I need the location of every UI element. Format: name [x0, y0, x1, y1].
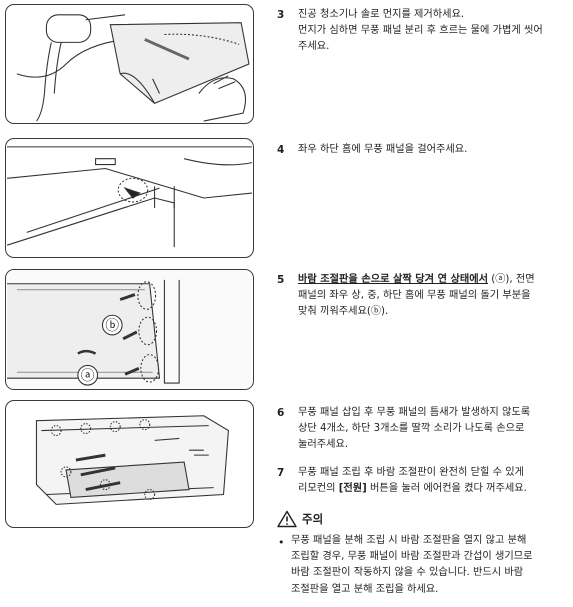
caution-line-2: 조립할 경우, 무풍 패널이 바람 조절판과 간섭이 생기므로	[291, 551, 533, 563]
caution-line-3: 바람 조절판이 작동하지 않을 수 있습니다. 반드시 바람	[291, 567, 524, 579]
step-3-line-1: 진공 청소기나 솔로 먼지를 제거하세요.	[298, 9, 465, 20]
step-6-line-3: 눌러주세요.	[298, 439, 349, 450]
step-6-line-1: 무풍 패널 삽입 후 무풍 패널의 틈새가 발생하지 않도록	[298, 407, 531, 418]
caution-line-4: 조절판을 열고 분해 조립을 하세요.	[291, 583, 439, 595]
step-7-line-2-post: 버튼을 눌러 에어컨을 켰다 꺼주세요.	[366, 483, 527, 494]
caution-bullet: •	[278, 536, 285, 549]
hook-illustration	[6, 146, 253, 248]
cleaning-illustration	[16, 14, 250, 122]
illustration-insert-panel: ⓑ ⓐ	[5, 269, 254, 390]
figure-label-b: ⓑ	[105, 318, 119, 334]
step-4: 4 좌우 하단 홈에 무풍 패널을 걸어주세요.	[277, 142, 567, 158]
figure-label-a: ⓐ	[81, 368, 95, 384]
step-3: 3 진공 청소기나 솔로 먼지를 제거하세요. 먼지가 심하면 무풍 패널 분리…	[277, 7, 567, 55]
illustration-cleaning-panel	[5, 4, 254, 124]
power-button-label: [전원]	[338, 483, 367, 494]
step-4-number: 4	[277, 144, 285, 156]
step-3-number: 3	[277, 9, 285, 21]
press-illustration	[35, 415, 229, 505]
warning-triangle-icon	[277, 510, 297, 528]
step-5: 5 바람 조절판을 손으로 살짝 당겨 연 상태에서 (ⓐ), 전면 패널의 좌…	[277, 272, 567, 320]
step-6-line-2: 상단 4개소, 하단 3개소를 딸깍 소리가 나도록 손으로	[298, 423, 525, 434]
step-6-number: 6	[277, 407, 285, 419]
caution-section: 주의 • 무풍 패널을 분해 조립 시 바람 조절판을 열지 않고 분해 조립할…	[277, 508, 572, 598]
step-6: 6 무풍 패널 삽입 후 무풍 패널의 틈새가 발생하지 않도록 상단 4개소,…	[277, 405, 567, 453]
step-7-line-2-pre: 리모컨의	[298, 483, 339, 494]
step-5-emphasis: 바람 조절판을 손으로 살짝 당겨 연 상태에서	[298, 274, 488, 285]
step-7-line-1: 무풍 패널 조립 후 바람 조절판이 완전히 닫힐 수 있게	[298, 467, 524, 478]
step-7-number: 7	[277, 467, 285, 479]
illustration-press-panel	[5, 400, 254, 528]
step-4-line-1: 좌우 하단 홈에 무풍 패널을 걸어주세요.	[298, 144, 468, 155]
step-3-line-2: 먼지가 심하면 무풍 패널 분리 후 흐르는 물에 가볍게 씻어	[298, 25, 543, 36]
step-5-line-1-rest: (ⓐ), 전면	[487, 274, 535, 285]
caution-title: 주의	[302, 511, 324, 526]
step-7: 7 무풍 패널 조립 후 바람 조절판이 완전히 닫힐 수 있게 리모컨의 [전…	[277, 465, 567, 497]
step-5-number: 5	[277, 274, 285, 286]
insert-illustration: ⓑ ⓐ	[7, 270, 252, 389]
step-5-line-3: 맞춰 끼워주세요(ⓑ).	[298, 306, 389, 317]
step-5-line-2: 패널의 좌우 상, 중, 하단 홈에 무풍 패널의 돌기 부분을	[298, 290, 531, 301]
step-3-line-3: 주세요.	[298, 41, 330, 52]
illustration-hook-panel	[5, 138, 254, 258]
caution-line-1: 무풍 패널을 분해 조립 시 바람 조절판을 열지 않고 분해	[291, 535, 527, 546]
